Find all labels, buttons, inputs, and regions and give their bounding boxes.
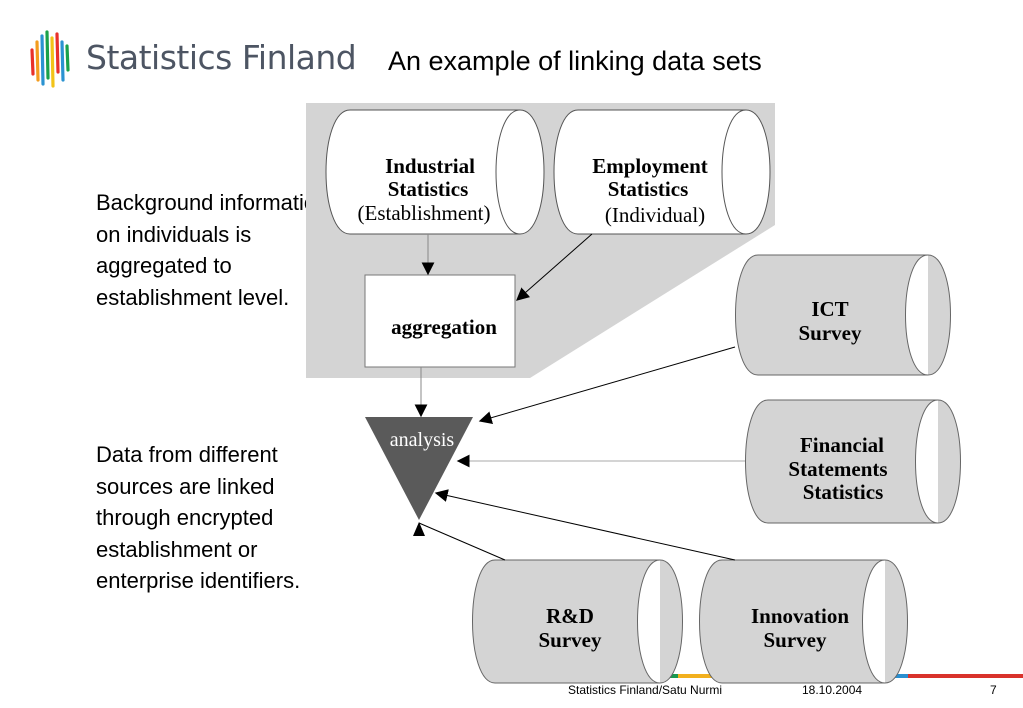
aggregation-box: aggregation bbox=[364, 274, 516, 368]
logo-bars-icon bbox=[30, 30, 70, 88]
ict-survey-node: ICT Survey bbox=[735, 254, 951, 376]
aggregation-label: aggregation bbox=[391, 315, 497, 339]
innovation-label-1: Innovation bbox=[751, 604, 849, 628]
ict-label-1: ICT bbox=[811, 297, 848, 321]
footer-date: 18.10.2004 bbox=[802, 683, 863, 697]
financial-label-1: Financial bbox=[800, 433, 884, 457]
rd-label-2: Survey bbox=[539, 628, 603, 652]
rd-label-1: R&D bbox=[546, 604, 594, 628]
financial-label-2: Statements bbox=[788, 457, 887, 481]
arrow-rd-to-analysis bbox=[418, 522, 506, 561]
arrow-innovation-to-analysis bbox=[434, 489, 736, 561]
explanation-text-2: Data from different sources are linked t… bbox=[96, 442, 301, 593]
financial-statistics-node: Financial Statements Statistics bbox=[745, 399, 961, 524]
page-number: 7 bbox=[990, 683, 997, 697]
innovation-label-2: Survey bbox=[764, 628, 828, 652]
employment-label-1: Employment bbox=[592, 154, 708, 178]
logo-text: Statistics Finland bbox=[86, 38, 357, 77]
industrial-label-3: (Establishment) bbox=[358, 201, 491, 225]
innovation-survey-node: Innovation Survey bbox=[699, 559, 908, 684]
employment-statistics-node: Employment Statistics (Individual) bbox=[553, 109, 771, 235]
industrial-statistics-node: Industrial Statistics (Establishment) bbox=[325, 109, 545, 235]
arrow-employment-to-aggregation bbox=[516, 233, 593, 301]
slide-title: An example of linking data sets bbox=[388, 46, 762, 76]
explanation-text-1: Background information on individuals is… bbox=[96, 190, 329, 310]
analysis-node: analysis bbox=[365, 417, 473, 520]
ict-label-2: Survey bbox=[799, 321, 863, 345]
rd-survey-node: R&D Survey bbox=[472, 559, 683, 684]
footer-author: Statistics Finland/Satu Nurmi bbox=[568, 683, 723, 697]
arrow-rd-head bbox=[413, 522, 425, 536]
industrial-label-2: Statistics bbox=[388, 177, 469, 201]
arrow-ict-to-analysis bbox=[478, 346, 736, 424]
industrial-label-1: Industrial bbox=[385, 154, 475, 178]
analysis-label: analysis bbox=[390, 429, 455, 451]
employment-label-3: (Individual) bbox=[605, 203, 705, 227]
employment-label-2: Statistics bbox=[608, 177, 689, 201]
financial-label-3: Statistics bbox=[803, 480, 884, 504]
connector-arrows bbox=[413, 233, 745, 561]
